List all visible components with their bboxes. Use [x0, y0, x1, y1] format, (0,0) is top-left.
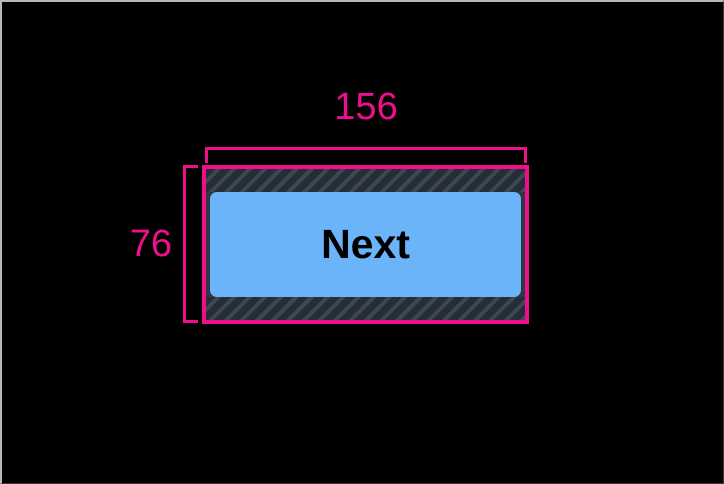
width-dimension-bracket: [205, 147, 527, 163]
height-dimension-label: 76: [129, 223, 172, 265]
button-content-area: Next: [206, 192, 525, 297]
element-bounding-box: Next: [202, 165, 529, 324]
padding-hatch-band-bottom: [206, 297, 525, 320]
inspected-widget[interactable]: Next: [206, 169, 525, 320]
next-button[interactable]: Next: [210, 192, 521, 297]
padding-hatch-band-top: [206, 169, 525, 192]
width-dimension-label: 156: [334, 86, 398, 128]
next-button-label: Next: [321, 221, 410, 267]
height-dimension-bracket: [183, 165, 198, 323]
